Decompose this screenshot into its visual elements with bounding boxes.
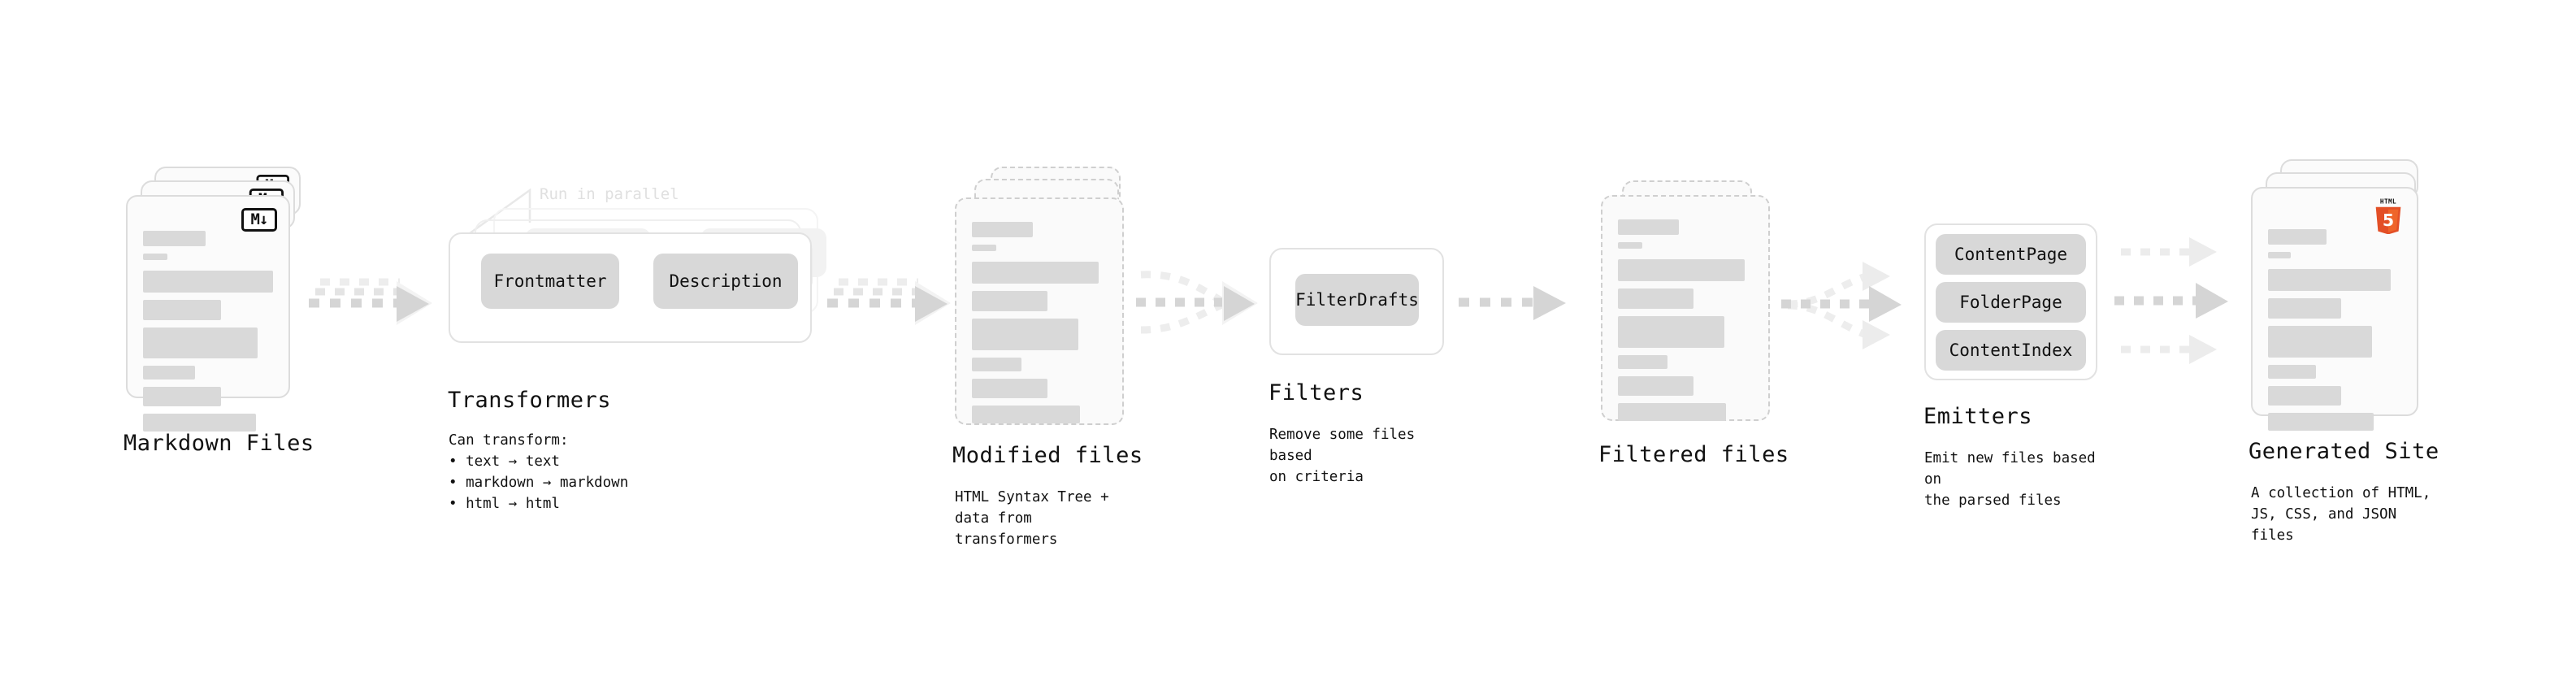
- node-transformers: Run in parallel: [448, 185, 830, 512]
- pill-label: Description: [669, 271, 783, 291]
- skeleton-bar: [972, 406, 1080, 423]
- skeleton-bar: [1618, 288, 1693, 309]
- emitters-pill-contentpage[interactable]: ContentPage: [1936, 234, 2086, 275]
- skeleton-bar: [1618, 259, 1746, 281]
- node-title-markdown-files: Markdown Files: [124, 431, 314, 456]
- skeleton-bar: [1618, 376, 1693, 396]
- skeleton-bar: [972, 262, 1099, 284]
- emitters-box: ContentPage FolderPage ContentIndex: [1924, 223, 2097, 380]
- node-title-transformers: Transformers: [448, 388, 612, 413]
- modified-file-stack: [955, 167, 1142, 427]
- skeleton-bar: [2268, 365, 2317, 379]
- node-subtitle-transformers: Can transform: • text → text • markdown …: [449, 432, 629, 512]
- skeleton-bar: [1618, 219, 1679, 235]
- node-generated-site: CSS HTML 5: [2249, 159, 2446, 544]
- markdown-badge: M↓: [241, 208, 277, 232]
- skeleton-bar: [1618, 242, 1642, 249]
- node-subtitle-filters: Remove some files based on criteria: [1269, 427, 1416, 485]
- node-subtitle-modified-files: HTML Syntax Tree + data from transformer…: [955, 489, 1109, 548]
- skeleton-bar: [972, 358, 1022, 371]
- skeleton-bar: [1618, 355, 1668, 369]
- skeleton-bar: [143, 300, 221, 320]
- markdown-card-front: M↓: [126, 195, 290, 432]
- generated-site-file-stack: CSS HTML 5: [2251, 159, 2446, 431]
- node-filters: FilterDrafts Filters Remove some files b…: [1268, 248, 1444, 485]
- filters-box: FilterDrafts: [1269, 248, 1444, 355]
- skeleton-bar: [143, 254, 168, 260]
- skeleton-bar: [2268, 413, 2374, 431]
- pill-label: ContentIndex: [1949, 340, 2073, 360]
- node-emitters: ContentPage FolderPage ContentIndex Emit…: [1923, 223, 2097, 509]
- edge-filters-to-filtered-files: [1459, 286, 1566, 320]
- html5-icon: HTML 5: [2371, 197, 2405, 237]
- node-modified-files: Modified files HTML Syntax Tree + data f…: [952, 167, 1143, 548]
- emitters-pill-folderpage[interactable]: FolderPage: [1936, 282, 2086, 323]
- transformers-box-stack: Run in parallel: [449, 185, 830, 359]
- skeleton-bar: [2268, 252, 2291, 258]
- node-markdown-files: M↓ M↓ M↓ Markdown Fi: [124, 167, 314, 456]
- filters-pill-filterdrafts[interactable]: FilterDrafts: [1295, 274, 1419, 326]
- node-title-emitters: Emitters: [1923, 404, 2033, 429]
- skeleton-bar: [143, 231, 206, 246]
- node-title-filtered-files: Filtered files: [1598, 442, 1789, 467]
- skeleton-bar: [143, 387, 221, 406]
- skeleton-bar: [143, 414, 257, 432]
- skeleton-bar: [2268, 269, 2391, 291]
- skeleton-bar: [2268, 386, 2342, 406]
- skeleton-bar: [972, 245, 996, 251]
- node-subtitle-generated-site: A collection of HTML, JS, CSS, and JSON …: [2251, 485, 2431, 544]
- skeleton-bar: [972, 291, 1047, 311]
- filtered-file-stack: [1601, 180, 1788, 432]
- skeleton-bar: [143, 327, 258, 358]
- pill-label: FilterDrafts: [1295, 290, 1419, 310]
- skeleton-bar: [2268, 298, 2342, 319]
- node-title-generated-site: Generated Site: [2249, 439, 2439, 464]
- emitters-pill-contentindex[interactable]: ContentIndex: [1936, 330, 2086, 371]
- skeleton-bar: [1618, 316, 1725, 348]
- skeleton-bar: [2268, 326, 2372, 358]
- markdown-file-stack: M↓ M↓ M↓: [126, 167, 313, 432]
- edge-filtered-files-to-emitters: [1781, 262, 1902, 349]
- modified-card-front: [955, 197, 1124, 425]
- skeleton-bar: [972, 319, 1079, 350]
- skeleton-bar: [2268, 229, 2327, 245]
- html5-logo-svg: HTML 5: [2375, 198, 2401, 235]
- filtered-card-front: [1601, 195, 1770, 421]
- skeleton-bar: [972, 222, 1033, 237]
- edge-markdown-to-transformers: [309, 278, 432, 325]
- node-subtitle-emitters: Emit new files based on the parsed files: [1924, 450, 2096, 509]
- pill-label: FolderPage: [1959, 293, 2062, 312]
- skeleton-bar: [143, 366, 195, 380]
- transformers-pill-frontmatter[interactable]: Frontmatter: [481, 254, 619, 309]
- svg-text:5: 5: [2383, 210, 2394, 230]
- node-filtered-files: Filtered files: [1598, 180, 1789, 467]
- skeleton-bar: [143, 271, 273, 293]
- edge-emitters-to-generated-site: [2114, 237, 2228, 364]
- svg-text:HTML: HTML: [2380, 198, 2396, 206]
- node-title-filters: Filters: [1268, 380, 1364, 406]
- node-title-modified-files: Modified files: [952, 443, 1143, 468]
- skeleton-bar: [972, 379, 1047, 398]
- edge-transformers-to-modified-files: [827, 278, 951, 325]
- pill-label: Frontmatter: [493, 271, 607, 291]
- edge-modified-files-to-filters: [1136, 271, 1258, 334]
- run-in-parallel-label: Run in parallel: [540, 185, 679, 203]
- skeleton-bar: [1618, 403, 1726, 421]
- generated-card-front-html: HTML 5: [2251, 187, 2418, 431]
- pill-label: ContentPage: [1954, 245, 2068, 264]
- transformers-pill-description[interactable]: Description: [653, 254, 798, 309]
